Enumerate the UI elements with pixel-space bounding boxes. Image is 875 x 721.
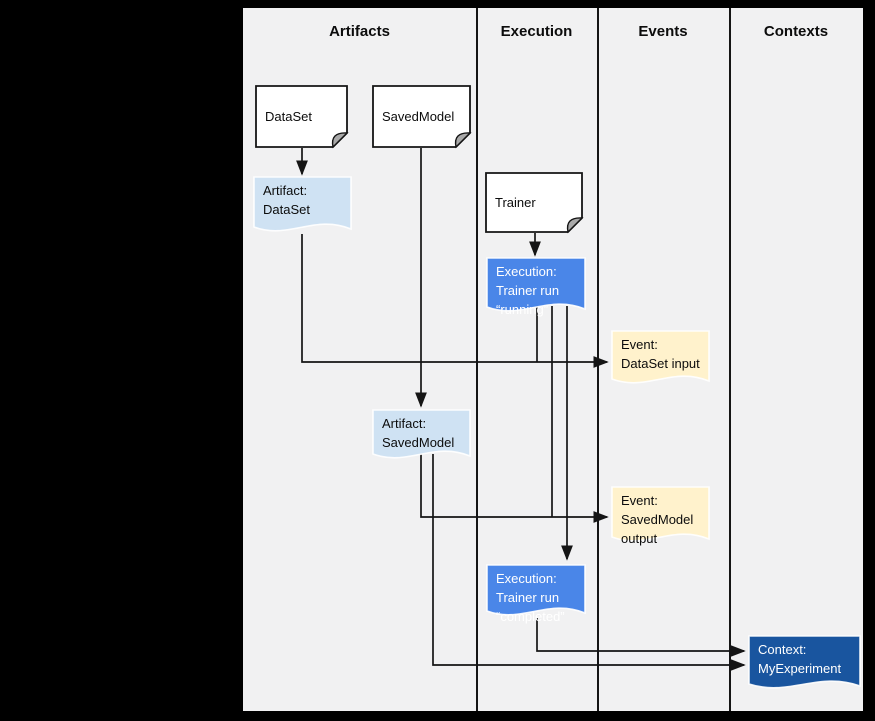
folded-corner-icon (331, 132, 349, 149)
document-shape (253, 176, 352, 232)
lineage-diagram-panel: Artifacts Execution Events Contexts (243, 8, 863, 711)
header-artifacts: Artifacts (329, 22, 390, 40)
document-shape (611, 330, 710, 384)
header-execution: Execution (500, 22, 573, 40)
arrow-artifact-savedmodel-to-context (432, 454, 746, 671)
connector-arrows (296, 148, 746, 671)
folded-corner-icon (566, 217, 584, 234)
document-shape (372, 409, 471, 459)
node-event-savedmodel-output-label: Event: SavedModel output (621, 493, 694, 546)
node-savedmodel: SavedModel (372, 85, 472, 149)
node-trainer: Trainer (485, 172, 584, 234)
node-context-myexperiment-label: Context: MyExperiment (758, 642, 842, 676)
node-artifact-savedmodel: Artifact: SavedModel (372, 409, 471, 465)
node-artifact-dataset-label: Artifact: DataSet (263, 183, 310, 217)
arrow-artifact-dataset-to-event-input (301, 234, 609, 368)
node-event-savedmodel-output: Event: SavedModel output (611, 486, 710, 548)
arrow-artifact-savedmodel-to-event-output (420, 454, 609, 523)
separator-events-contexts (729, 8, 731, 711)
separator-artifacts-execution (476, 8, 478, 711)
node-execution-running: Execution: Trainer run “running” (486, 257, 586, 318)
node-artifact-savedmodel-label: Artifact: SavedModel (382, 416, 455, 450)
column-headers: Artifacts Execution Events Contexts (243, 8, 863, 50)
arrow-execution-completed-to-context (536, 618, 746, 657)
node-execution-completed-label: Execution: Trainer run “completed” (496, 571, 565, 624)
node-savedmodel-label: SavedModel (382, 109, 455, 124)
document-shape (486, 564, 586, 616)
node-event-dataset-input-label: Event: DataSet input (621, 337, 700, 371)
node-dataset: DataSet (255, 85, 349, 149)
header-contexts: Contexts (763, 22, 829, 40)
node-event-dataset-input: Event: DataSet input (611, 330, 710, 390)
node-trainer-label: Trainer (495, 195, 536, 210)
document-shape (748, 635, 861, 689)
node-dataset-label: DataSet (265, 109, 312, 124)
document-shape (611, 486, 710, 542)
node-execution-completed: Execution: Trainer run “completed” (486, 564, 586, 624)
folded-corner-icon (454, 132, 472, 149)
header-events: Events (638, 22, 688, 40)
document-shape (486, 257, 586, 312)
node-execution-running-label: Execution: Trainer run “running” (496, 264, 560, 317)
node-context-myexperiment: Context: MyExperiment (748, 635, 861, 695)
node-artifact-dataset: Artifact: DataSet (253, 176, 352, 238)
